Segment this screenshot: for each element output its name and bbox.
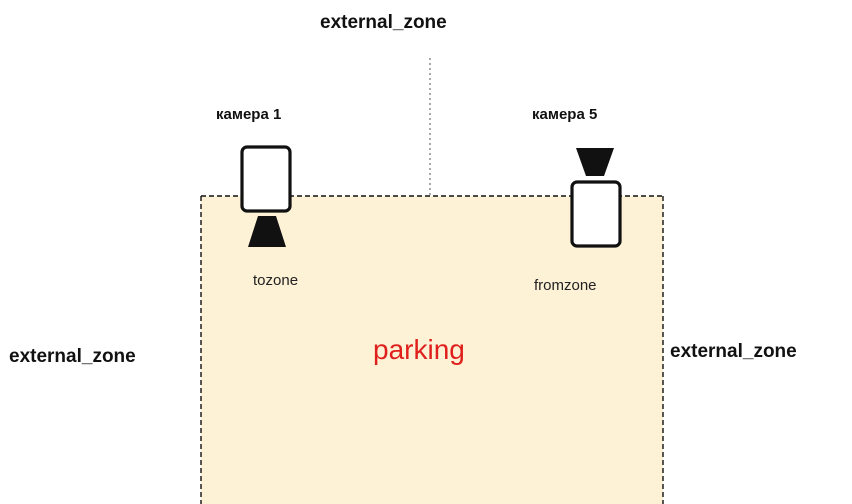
camera-1 xyxy=(240,145,292,247)
external-zone-right-label: external_zone xyxy=(670,341,797,362)
camera-5-label: камера 5 xyxy=(532,106,598,123)
parking-label: parking xyxy=(373,334,465,365)
camera-1-label: камера 1 xyxy=(216,106,282,123)
camera-5 xyxy=(570,148,622,248)
camera-5-zone-label: fromzone xyxy=(534,277,597,294)
camera-1-body xyxy=(240,145,292,213)
camera-5-body xyxy=(570,180,622,248)
camera-1-zone-label: tozone xyxy=(253,272,299,289)
camera-5-lens-icon xyxy=(576,148,614,176)
external-zone-left-label: external_zone xyxy=(9,346,136,367)
camera-1-lens-icon xyxy=(248,216,286,247)
external-zone-top-label: external_zone xyxy=(320,12,447,33)
